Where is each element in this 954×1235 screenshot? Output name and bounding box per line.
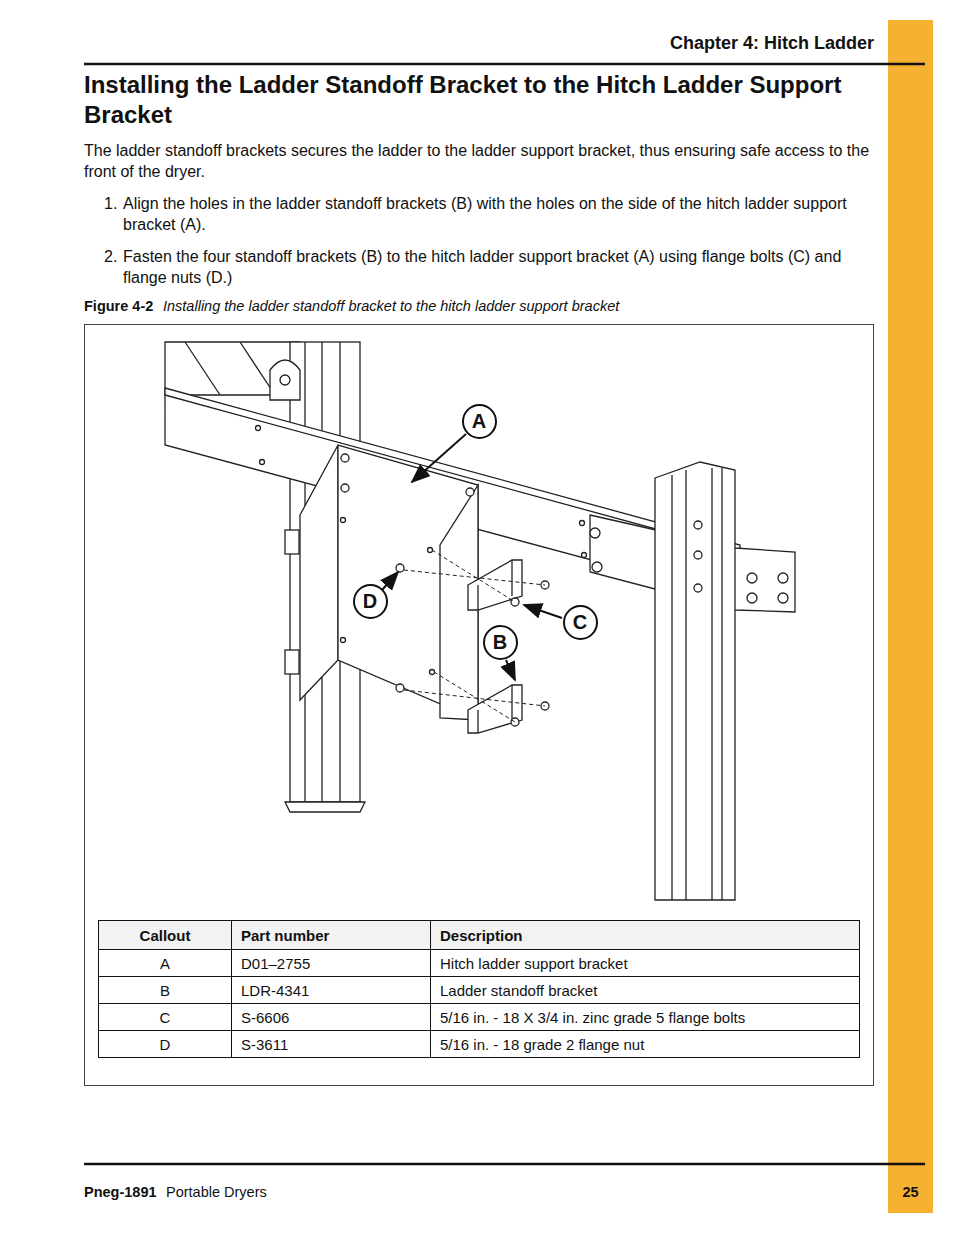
table-cell: D bbox=[99, 1031, 232, 1058]
table-cell: Ladder standoff bracket bbox=[431, 977, 860, 1004]
leader-lines bbox=[382, 434, 562, 680]
table-cell: Callout bbox=[99, 921, 232, 950]
side-bar bbox=[888, 20, 933, 1213]
table-cell: Hitch ladder support bracket bbox=[431, 950, 860, 977]
callout-letter: D bbox=[363, 590, 377, 613]
parts-table: Callout Part number Description A D01–27… bbox=[98, 920, 860, 1058]
table-cell: D01–2755 bbox=[232, 950, 431, 977]
document-name: Portable Dryers bbox=[166, 1184, 267, 1200]
callout-letter: A bbox=[472, 410, 486, 433]
table-cell: 5/16 in. - 18 X 3/4 in. zinc grade 5 fla… bbox=[431, 1004, 860, 1031]
intro-text: The ladder standoff brackets secures the… bbox=[84, 140, 874, 182]
document-id: Pneg-1891 bbox=[84, 1184, 157, 1200]
callout-letter: C bbox=[573, 611, 587, 634]
figure-number: Figure 4-2 bbox=[84, 298, 153, 314]
table-cell: S-3611 bbox=[232, 1031, 431, 1058]
page-title: Installing the Ladder Standoff Bracket t… bbox=[84, 70, 874, 130]
callout-circle: D bbox=[353, 584, 388, 619]
callout-circle: A bbox=[462, 404, 497, 439]
table-cell: 5/16 in. - 18 grade 2 flange nut bbox=[431, 1031, 860, 1058]
step-text: Align the holes in the ladder standoff b… bbox=[123, 193, 868, 235]
chapter-header: Chapter 4: Hitch Ladder bbox=[670, 33, 874, 54]
step-text: Fasten the four standoff brackets (B) to… bbox=[123, 246, 868, 288]
figure-caption: Installing the ladder standoff bracket t… bbox=[163, 298, 873, 314]
callout-letter: B bbox=[493, 631, 507, 654]
page-number: 25 bbox=[888, 1184, 933, 1200]
table-cell: A bbox=[99, 950, 232, 977]
callout-circle: B bbox=[483, 625, 518, 660]
table-cell: Part number bbox=[232, 921, 431, 950]
table-cell: B bbox=[99, 977, 232, 1004]
table-cell: S-6606 bbox=[232, 1004, 431, 1031]
step-number: 1. bbox=[104, 193, 117, 214]
table-cell: Description bbox=[431, 921, 860, 950]
table-cell: LDR-4341 bbox=[232, 977, 431, 1004]
callout-circle: C bbox=[563, 605, 598, 640]
table-cell: C bbox=[99, 1004, 232, 1031]
ladder-drawing bbox=[165, 342, 795, 900]
step-number: 2. bbox=[104, 246, 117, 267]
